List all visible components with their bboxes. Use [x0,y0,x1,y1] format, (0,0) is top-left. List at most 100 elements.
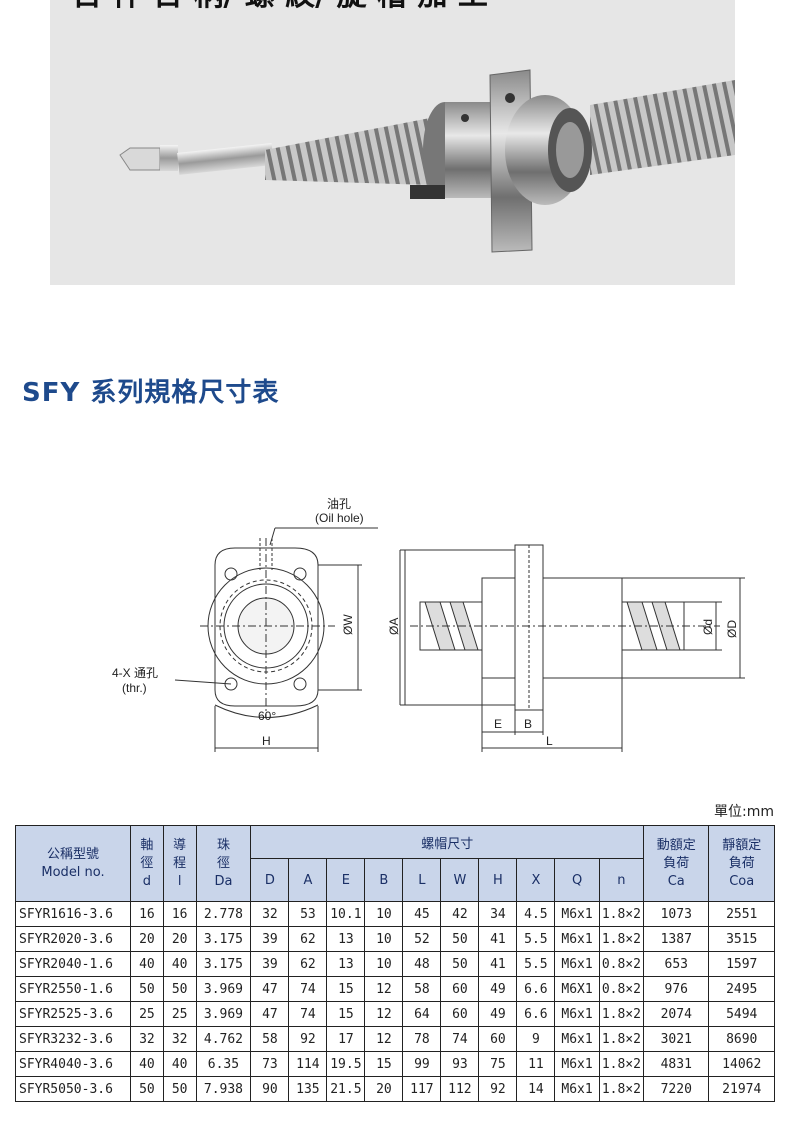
table-cell: 4.762 [195,1026,252,1052]
table-cell: 6.35 [195,1051,252,1077]
table-cell: 58 [402,976,442,1002]
ball-screw-image [119,69,735,253]
product-photo: 日 件 日 柄/ 螺 紋/ 旋 槽 加 工 [50,0,735,285]
dimension-drawing: 油孔 (Oil hole) 4-X 通孔 (thr.) 60° H ØW ØA … [112,497,745,752]
table-cell: 39 [250,951,290,977]
unit-label: 單位:mm [714,804,774,820]
table-cell: 50 [440,951,480,977]
table-cell: 3.969 [195,976,252,1002]
table-cell: 15 [326,1001,366,1027]
table-cell: 78 [402,1026,442,1052]
d-large-label: ØD [725,620,739,638]
table-cell: 92 [478,1076,518,1102]
table-cell: 14 [516,1076,556,1102]
table-cell: 49 [478,976,518,1002]
table-cell: M6x1 [554,1026,600,1052]
header-col-x: X [516,858,556,902]
section-title: SFY 系列規格尺寸表 [22,378,280,408]
table-cell: 976 [643,976,710,1002]
table-cell: 42 [440,901,480,927]
table-cell: 9 [516,1026,556,1052]
table-cell: M6x1 [554,901,600,927]
header-col-w: W [440,858,480,902]
through-hole-en-label: (thr.) [122,681,147,695]
table-cell: 45 [402,901,442,927]
e-label: E [494,717,502,731]
table-cell: 5494 [708,1001,775,1027]
table-cell: 15 [326,976,366,1002]
table-cell: 74 [440,1026,480,1052]
table-cell: 92 [288,1026,328,1052]
table-cell: 4831 [643,1051,710,1077]
table-cell: M6x1 [554,951,600,977]
table-cell: 4.5 [516,901,556,927]
table-cell: 3.175 [195,926,252,952]
table-cell: 8690 [708,1026,775,1052]
table-cell: 16 [130,901,164,927]
table-cell: 7.938 [195,1076,252,1102]
table-cell: 60 [440,1001,480,1027]
model-cell: SFYR2550-1.6 [14,976,132,1002]
table-cell: 40 [162,951,197,977]
photo-heading: 日 件 日 柄/ 螺 紋/ 旋 槽 加 工 [72,0,488,14]
model-cell: SFYR2525-3.6 [14,1001,132,1027]
table-cell: 5.5 [516,951,556,977]
table-cell: 1073 [643,901,710,927]
table-cell: 75 [478,1051,518,1077]
table-cell: 32 [162,1026,197,1052]
a-label: ØA [387,618,401,635]
table-cell: 32 [130,1026,164,1052]
table-cell: 117 [402,1076,442,1102]
table-cell: 52 [402,926,442,952]
table-cell: 112 [440,1076,480,1102]
header-col-d: D [250,858,290,902]
table-cell: 5.5 [516,926,556,952]
through-hole-label: 4-X 通孔 [112,666,158,680]
table-cell: 12 [364,1001,404,1027]
table-cell: M6x1 [554,1001,600,1027]
oil-hole-label: 油孔 [327,497,351,511]
table-cell: 3.175 [195,951,252,977]
table-cell: 3515 [708,926,775,952]
table-cell: 2074 [643,1001,710,1027]
table-cell: 14062 [708,1051,775,1077]
oil-hole-en-label: (Oil hole) [315,511,364,525]
table-cell: 20 [130,926,164,952]
table-cell: 99 [402,1051,442,1077]
table-cell: 50 [130,1076,164,1102]
table-cell: 13 [326,951,366,977]
table-cell: 50 [162,1076,197,1102]
table-cell: 74 [288,1001,328,1027]
table-cell: 21.5 [326,1076,366,1102]
header-col-h: H [478,858,518,902]
table-cell: 25 [162,1001,197,1027]
header-col-n: n [598,858,645,902]
table-cell: 49 [478,1001,518,1027]
table-cell: 1.8×2 [598,1051,645,1077]
table-cell: 20 [364,1076,404,1102]
header-col-l: L [402,858,442,902]
header-col-q: Q [554,858,600,902]
table-cell: 50 [130,976,164,1002]
table-cell: M6X1 [554,976,600,1002]
model-cell: SFYR3232-3.6 [14,1026,132,1052]
table-cell: 0.8×2 [598,976,645,1002]
model-cell: SFYR2040-1.6 [14,951,132,977]
table-cell: 74 [288,976,328,1002]
table-cell: 90 [250,1076,290,1102]
table-cell: M6x1 [554,1051,600,1077]
table-cell: 47 [250,976,290,1002]
